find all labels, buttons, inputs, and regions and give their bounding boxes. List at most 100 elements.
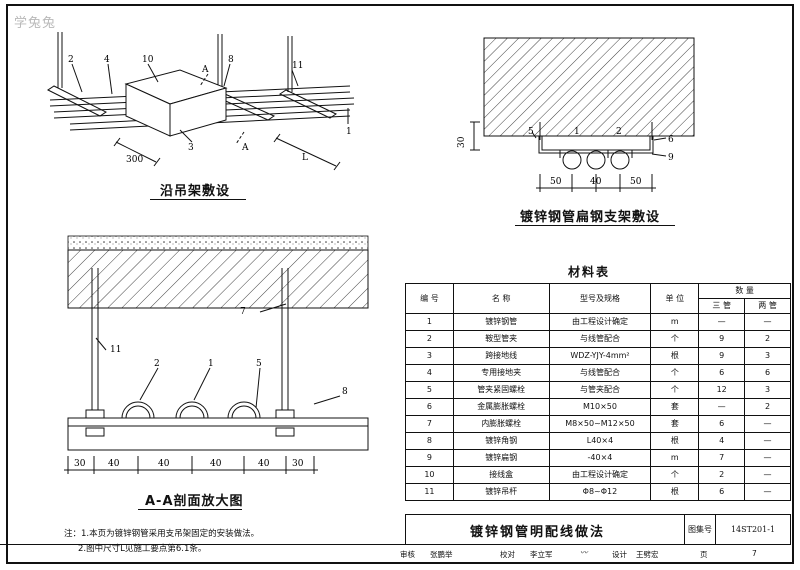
- flat-label-9: 9: [668, 153, 674, 163]
- cell-a: 7: [698, 449, 746, 467]
- title-block-atlas: 图集号 14ST201-1: [685, 514, 791, 544]
- cell-name: 专用接地夹: [452, 364, 550, 382]
- materials-header-row: 编 号 名 称 型号及规格 单 位 数 量: [405, 283, 791, 314]
- cell-no: 7: [405, 415, 454, 433]
- cell-no: 6: [405, 398, 454, 416]
- cell-b: 3: [744, 381, 791, 399]
- cell-b: 2: [744, 330, 791, 348]
- cell-no: 2: [405, 330, 454, 348]
- flat-dim-50-right: 50: [630, 177, 642, 187]
- cell-b: 2: [744, 398, 791, 416]
- cell-spec: 与线管配合: [548, 330, 652, 348]
- cell-name: 镀锌吊杆: [452, 483, 550, 501]
- cell-spec: 与线管配合: [548, 364, 652, 382]
- cell-no: 10: [405, 466, 454, 484]
- cell-no: 4: [405, 364, 454, 382]
- cell-spec: M10×50: [548, 398, 652, 416]
- cell-no: 9: [405, 449, 454, 467]
- flat-label-1: 1: [574, 127, 580, 137]
- cell-name: 镀锌角钢: [452, 432, 550, 450]
- section-dim-40-4: 40: [258, 459, 270, 469]
- note-1: 注：1.本页为镀锌钢管采用支吊架固定的安装做法。: [64, 529, 260, 539]
- cell-unit: 根: [650, 347, 700, 365]
- cell-a: —: [698, 313, 746, 331]
- cell-no: 8: [405, 432, 454, 450]
- header-spec: 型号及规格: [548, 283, 652, 314]
- section-aa-view: 2 1 5 7 11 8 30 40 40 40 40 30: [64, 235, 369, 474]
- cell-b: —: [744, 483, 791, 501]
- cell-spec: 由工程设计确定: [548, 313, 652, 331]
- section-dim-40-1: 40: [108, 459, 120, 469]
- cell-spec: L40×4: [548, 432, 652, 450]
- notes: 注：1.本页为镀锌钢管采用支吊架固定的安装做法。 2.图中尺寸L见施工要点第6.…: [64, 527, 259, 557]
- section-dim-30-left: 30: [74, 459, 86, 469]
- section-label-5: 5: [256, 359, 262, 369]
- section-dim-40-3: 40: [210, 459, 222, 469]
- cell-b: —: [744, 449, 791, 467]
- cell-b: 6: [744, 364, 791, 382]
- cell-b: 3: [744, 347, 791, 365]
- caption-hanger-underline: [150, 199, 246, 200]
- cell-a: 6: [698, 415, 746, 433]
- cell-unit: 套: [650, 398, 700, 416]
- iso-label-a-bottom: A: [241, 143, 249, 153]
- iso-dim-l: L: [302, 153, 308, 163]
- cell-spec: M8×50~M12×50: [548, 415, 652, 433]
- review-name: 张鹏举: [430, 550, 453, 559]
- cell-unit: 套: [650, 415, 700, 433]
- design-label: 设计: [612, 550, 627, 559]
- cell-unit: m: [650, 449, 700, 467]
- cell-unit: 根: [650, 432, 700, 450]
- atlas-number: 14ST201-1: [730, 525, 776, 534]
- flat-dim-30: 30: [457, 136, 467, 148]
- header-qty: 数 量: [698, 283, 791, 299]
- cell-name: 镀锌扁钢: [452, 449, 550, 467]
- caption-hanger: 沿吊架敷设: [160, 184, 231, 199]
- cell-name: 鞍型管夹: [452, 330, 550, 348]
- cell-unit: 根: [650, 483, 700, 501]
- header-qty-three: 三 管: [698, 298, 746, 314]
- section-label-11: 11: [110, 345, 121, 355]
- header-no: 编 号: [405, 283, 454, 314]
- cell-a: 9: [698, 330, 746, 348]
- iso-label-2: 2: [68, 55, 74, 65]
- cell-a: 2: [698, 466, 746, 484]
- materials-title: 材料表: [568, 265, 611, 279]
- cell-no: 3: [405, 347, 454, 365]
- iso-label-3: 3: [188, 143, 194, 153]
- cell-a: 12: [698, 381, 746, 399]
- iso-label-10: 10: [142, 55, 154, 65]
- iso-label-4: 4: [104, 55, 110, 65]
- materials-subheader-row: 三 管 两 管: [406, 298, 791, 314]
- cell-b: —: [744, 415, 791, 433]
- review-label: 审核: [400, 550, 415, 559]
- header-name: 名 称: [452, 283, 550, 314]
- caption-section: A-A剖面放大图: [145, 494, 244, 509]
- cell-unit: 个: [650, 466, 700, 484]
- cell-spec: 与管夹配合: [548, 381, 652, 399]
- section-label-2: 2: [154, 359, 160, 369]
- iso-label-a-top: A: [201, 65, 209, 75]
- flat-label-5: 5: [528, 127, 534, 137]
- cell-no: 5: [405, 381, 454, 399]
- cell-b: —: [744, 466, 791, 484]
- cell-spec: 由工程设计确定: [548, 466, 652, 484]
- cell-name: 接线盒: [452, 466, 550, 484]
- cell-unit: 个: [650, 381, 700, 399]
- cell-a: 6: [698, 364, 746, 382]
- caption-flat-bracket: 镀锌钢管扁钢支架敷设: [520, 210, 661, 225]
- cell-no: 1: [405, 313, 454, 331]
- iso-label-11: 11: [292, 61, 303, 71]
- cell-name: 管夹紧固螺栓: [452, 381, 550, 399]
- flat-dim-40: 40: [590, 177, 602, 187]
- cell-unit: m: [650, 313, 700, 331]
- cell-no: 11: [405, 483, 454, 501]
